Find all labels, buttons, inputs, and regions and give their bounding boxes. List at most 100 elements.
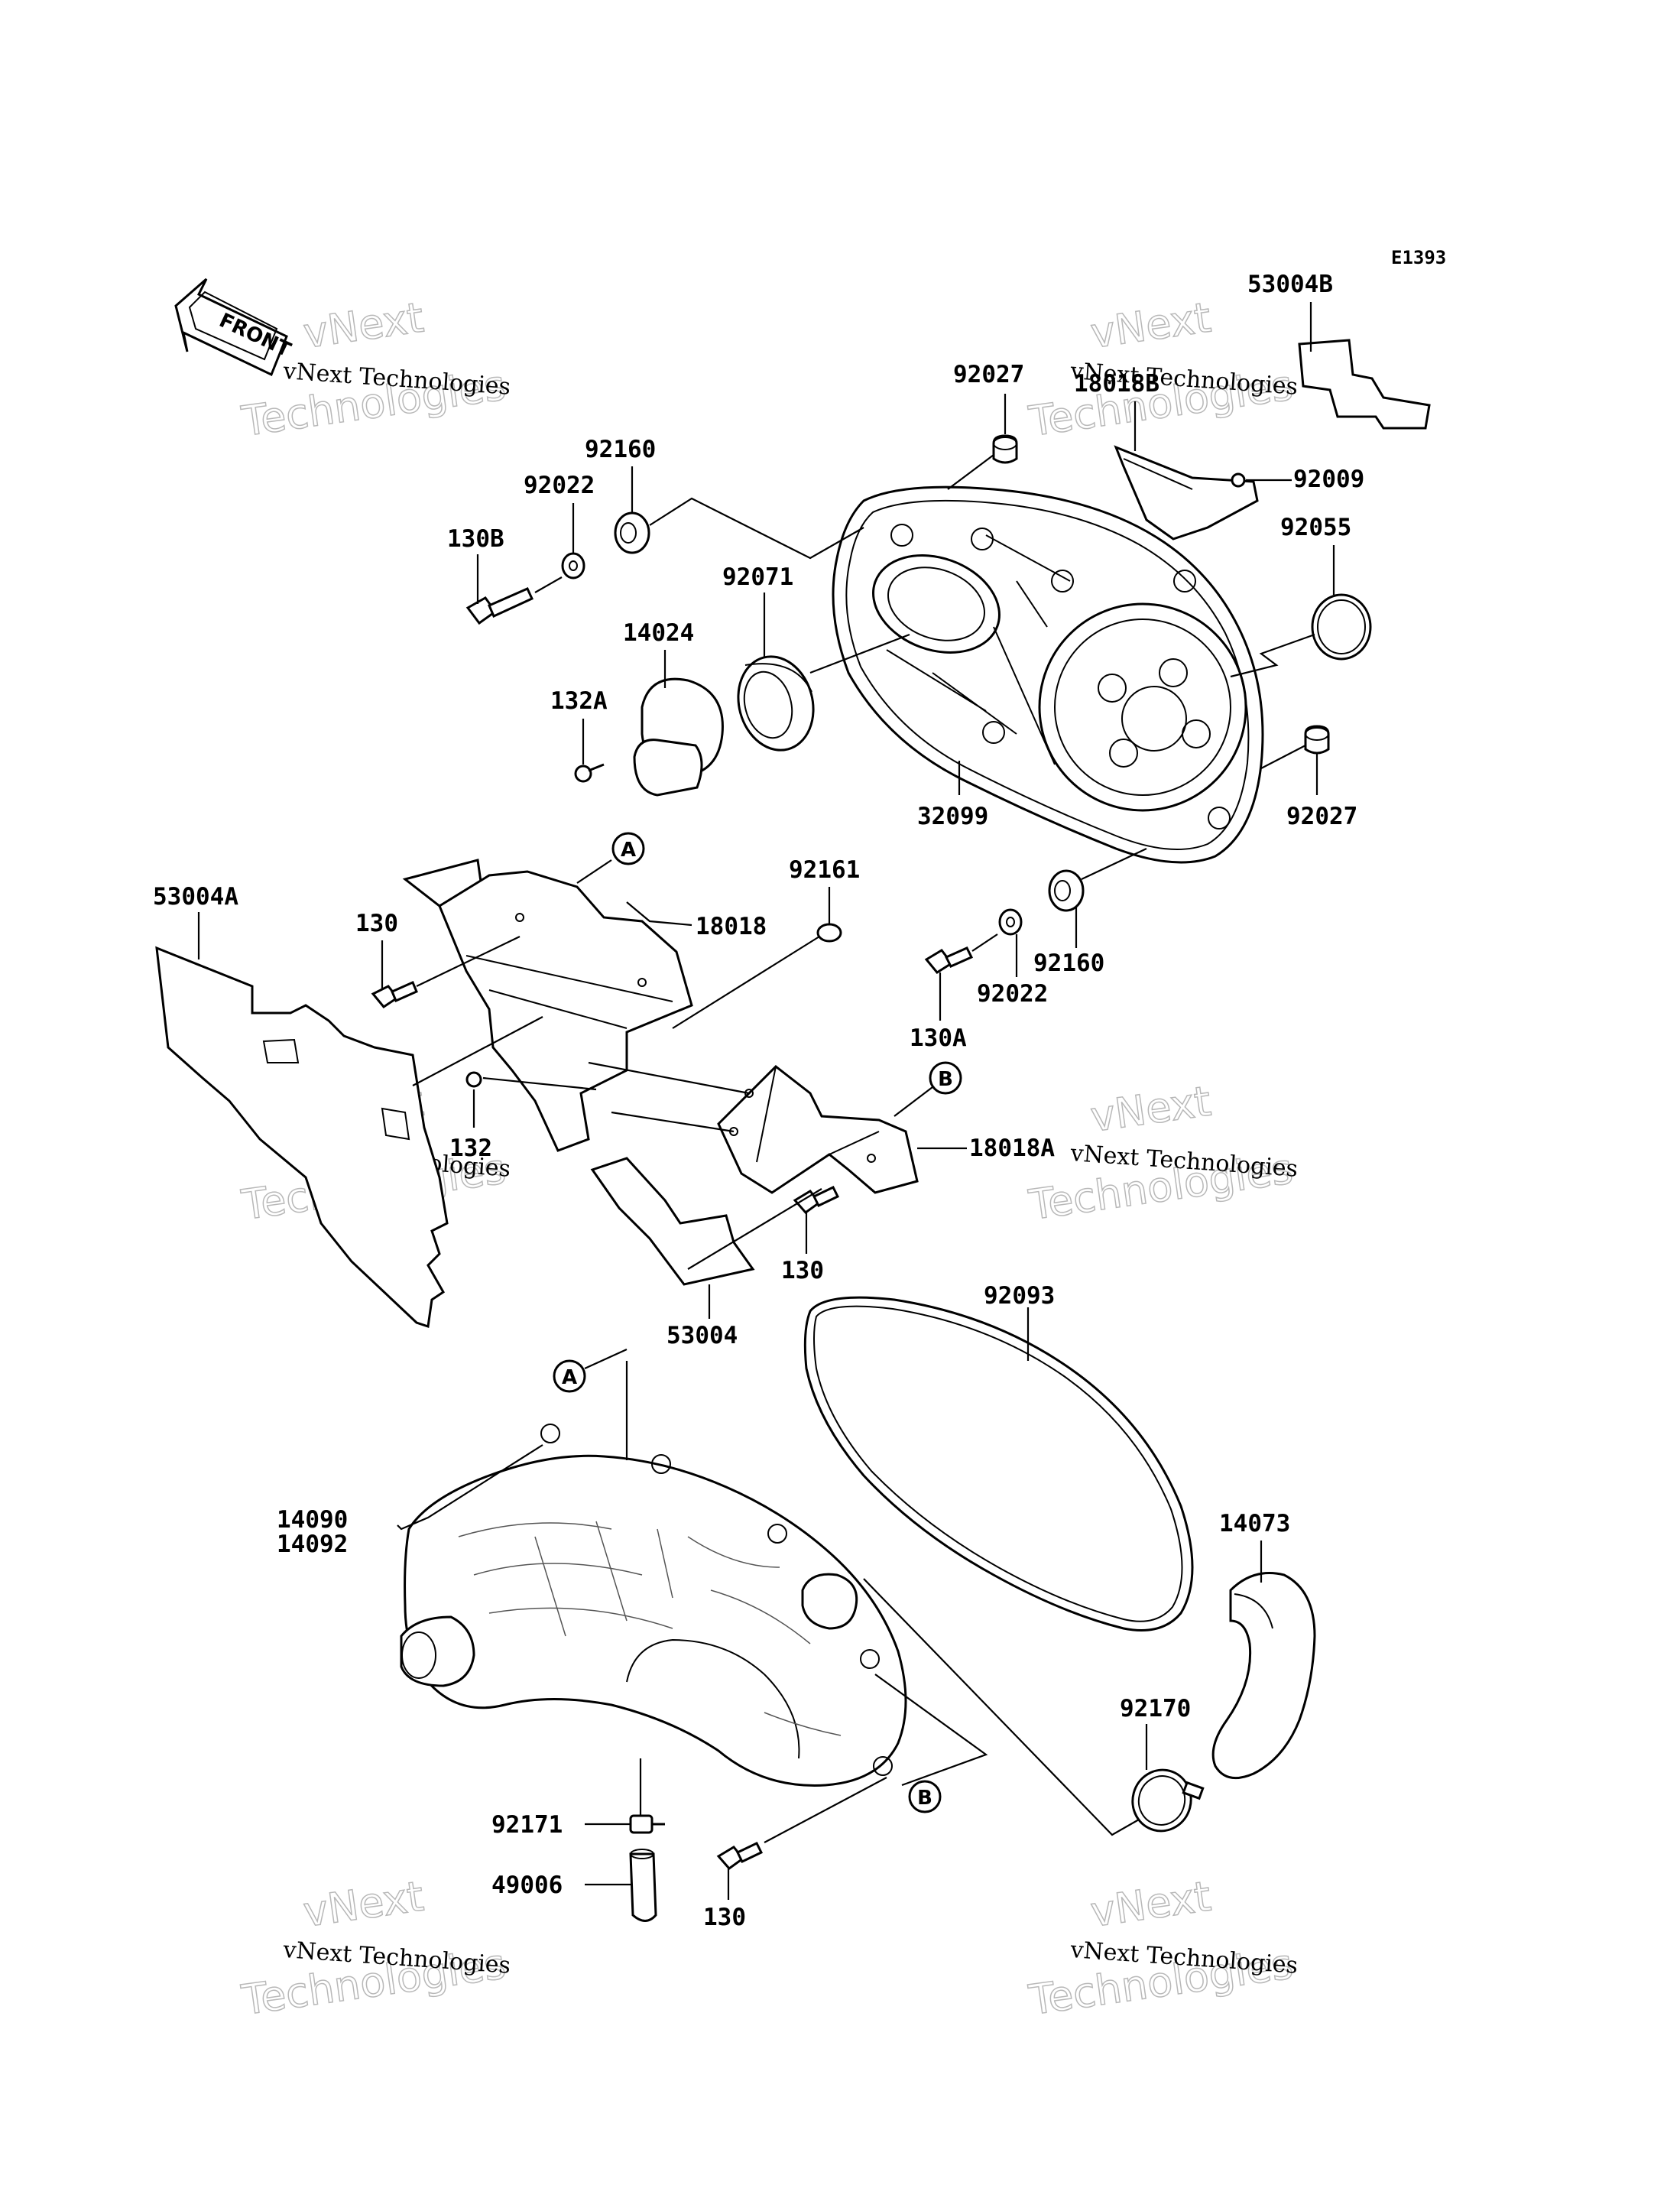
leader-130-bot-b — [764, 1777, 887, 1843]
grommet-92027-top — [992, 434, 1018, 464]
leader-132-b — [482, 1076, 597, 1091]
ref-marker-a-bottom: A — [553, 1359, 586, 1393]
label-130B: 130B — [447, 525, 504, 553]
label-49006: 49006 — [491, 1872, 563, 1899]
watermark-vnext: vNext — [1088, 1077, 1214, 1141]
leader-92160-top-b — [649, 497, 864, 560]
label-92027-top: 92027 — [953, 361, 1024, 388]
label-92160-bot: 92160 — [1033, 950, 1104, 977]
label-53004B: 53004B — [1247, 271, 1333, 298]
leader-ref-A-bottom-b — [584, 1348, 628, 1370]
label-32099: 32099 — [917, 803, 988, 830]
bolt-132 — [465, 1071, 482, 1088]
leader-92027-top-b — [947, 454, 994, 490]
watermark-bottom-right: vNext Technologies vNext Technologies — [1025, 1872, 1299, 2025]
plug-92161 — [816, 923, 842, 943]
label-92161: 92161 — [789, 856, 860, 884]
label-92022-bot: 92022 — [977, 980, 1048, 1008]
leader-92071-b — [809, 633, 910, 674]
ref-a-label: A — [621, 839, 636, 862]
watermark-vnext: vNext — [300, 1872, 426, 1937]
leader-18018A-a — [588, 1061, 750, 1095]
label-14073: 14073 — [1219, 1510, 1290, 1537]
bolt-130-bot — [716, 1842, 764, 1871]
leader-92027-right-b — [1260, 745, 1306, 769]
watermark-vnext: vNext — [1088, 294, 1214, 358]
watermark-top-right: vNext Technologies vNext Technologies — [1025, 293, 1299, 446]
label-92055: 92055 — [1280, 514, 1351, 541]
label-53004A: 53004A — [153, 883, 238, 911]
duct-hose-14073 — [1211, 1572, 1316, 1780]
diagram-code: E1393 — [1391, 247, 1446, 268]
grommet-92160-top — [614, 511, 650, 554]
watermark-bottom-left: vNext Technologies vNext Technologies — [238, 1872, 511, 2025]
label-92093: 92093 — [984, 1282, 1055, 1310]
shield-53004A — [155, 946, 449, 1328]
label-92160-top: 92160 — [585, 436, 656, 463]
leader-92055-b — [1230, 633, 1315, 678]
bolt-130-mid — [793, 1186, 840, 1215]
leader-130A-b — [971, 933, 998, 952]
duct-18018A — [717, 1065, 919, 1194]
label-14092: 14092 — [277, 1531, 348, 1558]
gasket-92093 — [803, 1296, 1194, 1631]
bracket-18018 — [402, 859, 693, 1152]
label-92071: 92071 — [722, 563, 793, 591]
clamp-92171 — [629, 1814, 665, 1834]
leader-18018A-b — [611, 1111, 735, 1133]
label-92170: 92170 — [1120, 1695, 1191, 1722]
inner-cover-14090 — [400, 1424, 907, 1787]
leader-92160-bot-b — [1081, 848, 1147, 880]
label-130-mid: 130 — [781, 1257, 824, 1284]
leader-14090 — [397, 1444, 543, 1531]
label-14024: 14024 — [623, 619, 694, 647]
label-92009: 92009 — [1293, 466, 1364, 493]
bolt-130A — [924, 946, 974, 974]
ref-marker-a-top: A — [611, 832, 645, 865]
label-92171: 92171 — [491, 1811, 563, 1839]
watermark-vnext: vNext — [1088, 1872, 1214, 1937]
leader-ref-B-bottom — [874, 1674, 988, 1787]
leader-ref-B-top — [894, 1086, 933, 1117]
bolt-130B — [465, 587, 534, 625]
label-130A: 130A — [910, 1024, 967, 1052]
washer-92022-top — [561, 552, 585, 580]
ref-b-label: B — [938, 1068, 953, 1091]
shield-53004 — [590, 1157, 755, 1286]
outer-cover-32099 — [832, 485, 1264, 864]
ref-a-label: A — [562, 1366, 577, 1389]
bracket-18018B — [1114, 445, 1259, 541]
front-arrow-icon: FRONT — [174, 278, 294, 377]
label-92027-right: 92027 — [1286, 803, 1357, 830]
seal-92071 — [737, 655, 815, 752]
ref-b-label: B — [917, 1787, 932, 1810]
oring-92055 — [1311, 593, 1372, 661]
bolt-132A — [574, 763, 605, 783]
label-18018B: 18018B — [1074, 370, 1159, 398]
shield-53004B — [1298, 339, 1431, 430]
leader-92170-b — [863, 1578, 1140, 1836]
hose-clamp-92170 — [1131, 1768, 1205, 1833]
leader-ref-A-top — [576, 859, 612, 884]
label-92022-top: 92022 — [524, 472, 595, 499]
grommet-92160-bot — [1048, 869, 1085, 912]
bolt-130-left — [371, 981, 418, 1009]
label-132: 132 — [449, 1135, 492, 1162]
bolt-92009 — [1231, 472, 1246, 488]
label-130-bot: 130 — [703, 1904, 746, 1931]
label-18018: 18018 — [696, 913, 767, 940]
label-18018A: 18018A — [969, 1135, 1055, 1162]
drain-tube-49006 — [629, 1849, 657, 1922]
watermark-vnext: vNext — [300, 294, 426, 358]
ref-marker-b-top: B — [929, 1061, 962, 1095]
leader-92161-b — [672, 936, 820, 1029]
leader-53004-b — [687, 1188, 822, 1270]
leader-duct — [412, 1016, 543, 1086]
leader-130B-b — [534, 576, 563, 593]
leader-130-left-b — [416, 936, 521, 987]
label-132A: 132A — [550, 687, 608, 715]
label-53004: 53004 — [666, 1322, 738, 1349]
label-130-left: 130 — [355, 910, 398, 937]
watermark-top-left: vNext Technologies vNext Technologies — [238, 293, 511, 446]
